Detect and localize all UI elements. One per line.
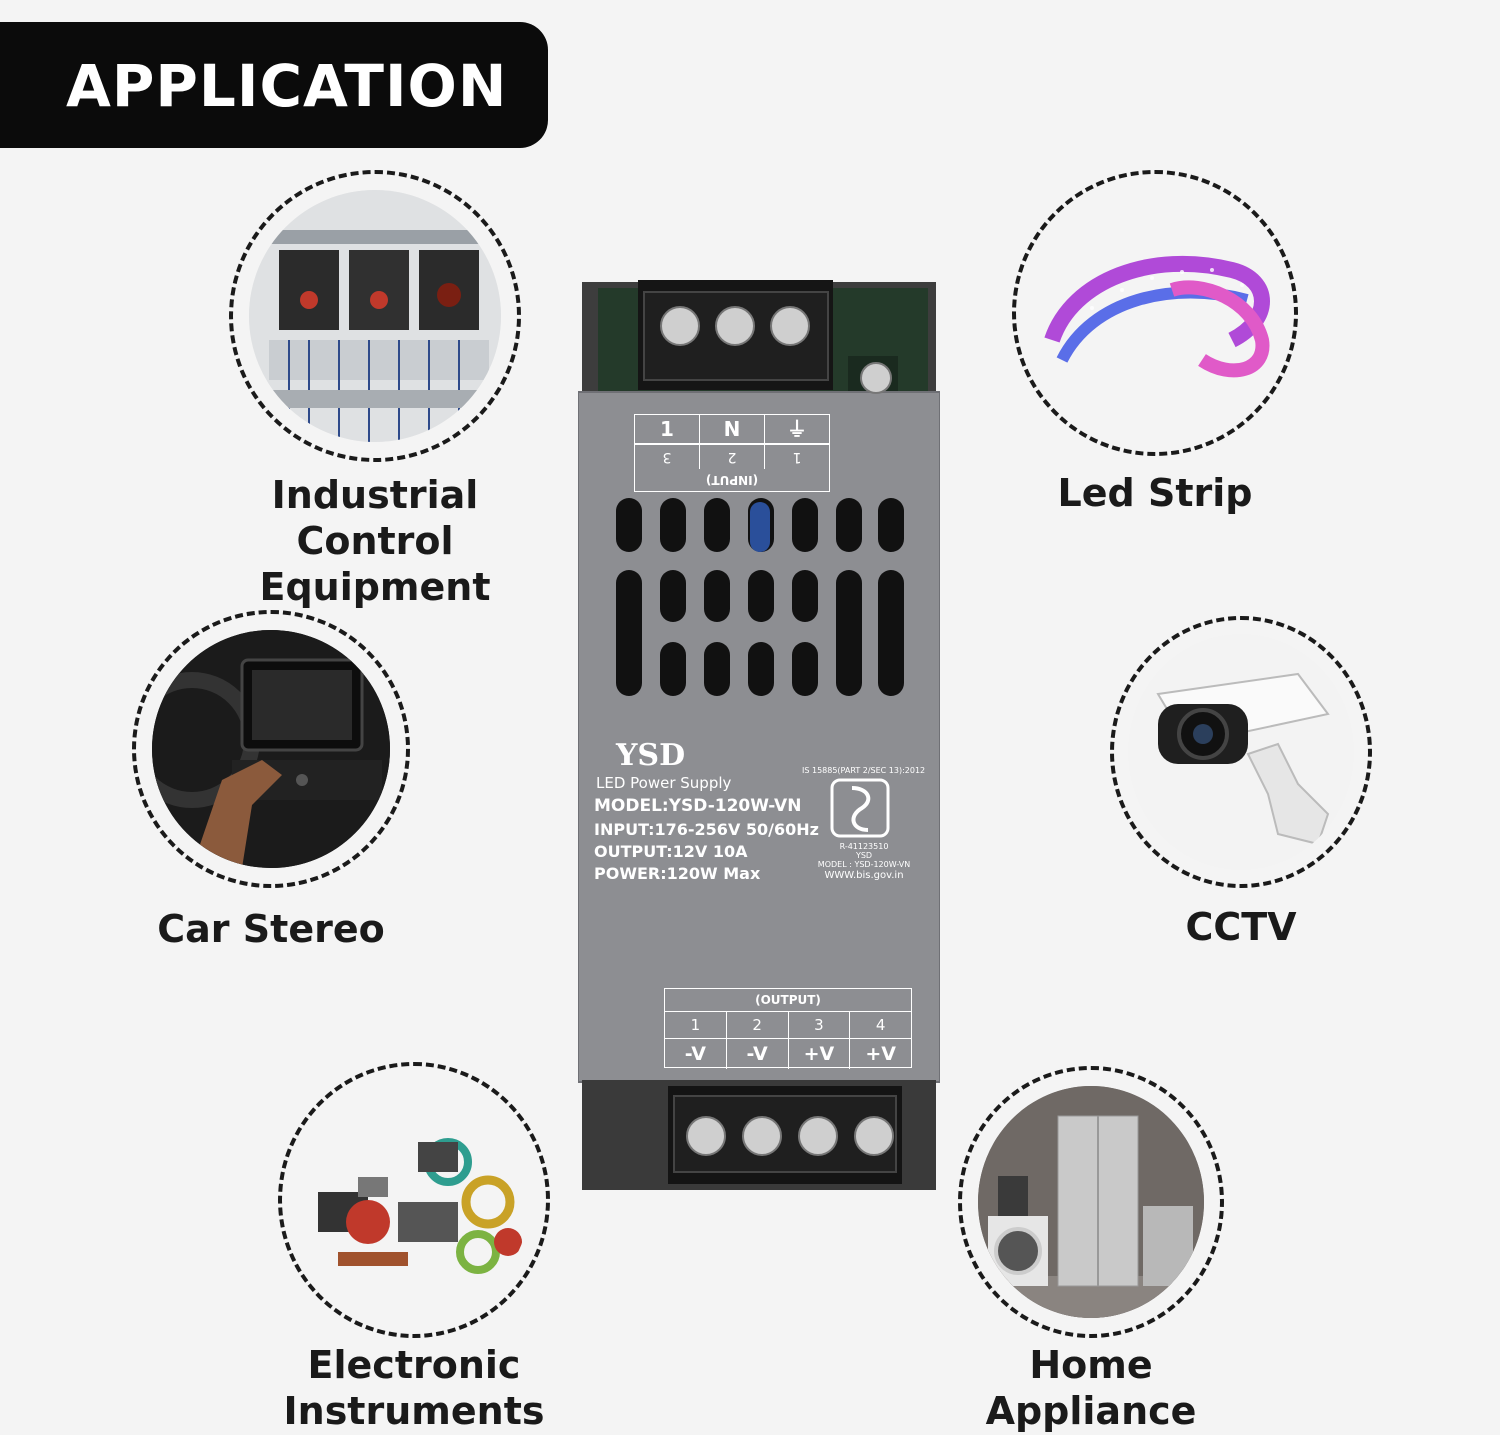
input-terminal-screw — [715, 306, 755, 346]
product-power: POWER:120W Max — [594, 864, 761, 883]
banner-title: APPLICATION — [66, 52, 508, 120]
electronic-parts-icon — [298, 1082, 530, 1318]
led-strip-icon — [1032, 190, 1278, 436]
output-terminal-number: 4 — [875, 1016, 886, 1034]
output-terminal-number: 1 — [665, 1012, 727, 1038]
input-terminal-table: 1 N ⏚ 1 2 3 (INPUT) — [634, 414, 830, 492]
home-appliance-icon — [978, 1086, 1204, 1318]
input-table-title: (INPUT) — [705, 473, 759, 487]
product-input: INPUT:176-256V 50/60Hz — [594, 820, 819, 839]
caption-line-1: CCTV — [1185, 905, 1297, 949]
application-industrial-control: Industrial Control Equipment — [229, 170, 521, 609]
output-table-title: (OUTPUT) — [665, 989, 911, 1012]
caption-line-1: Home Appliance — [985, 1343, 1197, 1433]
application-led-strip: Led Strip — [1012, 170, 1298, 520]
product-model: MODEL:YSD-120W-VN — [594, 796, 802, 816]
cctv-camera-icon — [1128, 634, 1354, 870]
ground-screw — [860, 362, 892, 394]
industrial-panel-icon — [249, 190, 501, 442]
input-terminal-number: 2 — [699, 445, 765, 469]
input-terminal-screw — [660, 306, 700, 346]
input-terminal-label: N — [700, 415, 765, 443]
output-terminal-screw — [798, 1116, 838, 1156]
input-terminal-number: 3 — [662, 449, 672, 465]
output-polarity: +V — [865, 1043, 896, 1065]
output-terminal-screw — [742, 1116, 782, 1156]
standard-text: IS 15885(PART 2/SEC 13):2012 — [802, 766, 926, 775]
output-polarity: -V — [727, 1039, 789, 1069]
caption-line-1: Industrial Control — [271, 473, 479, 563]
output-terminal-table: (OUTPUT) 1 2 3 4 -V -V +V +V — [664, 988, 912, 1069]
bis-cert-number: R-41123510 — [839, 842, 889, 851]
bis-cert-brand: YSD — [855, 851, 873, 860]
brand-logo: YSD — [616, 738, 686, 773]
output-terminal-number: 3 — [789, 1012, 851, 1038]
application-banner: APPLICATION — [0, 22, 548, 148]
car-stereo-icon — [152, 630, 390, 868]
bis-url: WWW.bis.gov.in — [824, 870, 904, 881]
product-type: LED Power Supply — [596, 774, 732, 792]
product-output: OUTPUT:12V 10A — [594, 842, 748, 861]
application-cctv: CCTV — [1110, 616, 1372, 956]
caption-line-2: Equipment — [259, 565, 491, 609]
output-terminal-number: 2 — [727, 1012, 789, 1038]
output-polarity: -V — [665, 1039, 727, 1069]
application-car-stereo: Car Stereo — [132, 610, 410, 960]
led-power-supply-unit: 1 N ⏚ 1 2 3 (INPUT) YSD LED Power Supply… — [578, 280, 940, 1190]
input-terminal-label: 1 — [635, 415, 700, 443]
application-home-appliance: Home Appliance — [958, 1066, 1224, 1433]
application-electronic-instruments: Electronic Instruments — [278, 1062, 550, 1434]
caption-line-1: Electronic — [307, 1343, 521, 1387]
ground-symbol-icon: ⏚ — [787, 417, 807, 441]
caption-line-1: Led Strip — [1057, 471, 1253, 515]
caption-line-1: Car Stereo — [157, 907, 385, 951]
output-polarity: +V — [789, 1039, 851, 1069]
output-terminal-screw — [854, 1116, 894, 1156]
output-terminal-screw — [686, 1116, 726, 1156]
caption-line-2: Instruments — [283, 1389, 545, 1433]
input-terminal-screw — [770, 306, 810, 346]
bis-cert-model: MODEL : YSD-120W-VN — [817, 860, 911, 869]
input-terminal-number: 1 — [792, 449, 802, 465]
